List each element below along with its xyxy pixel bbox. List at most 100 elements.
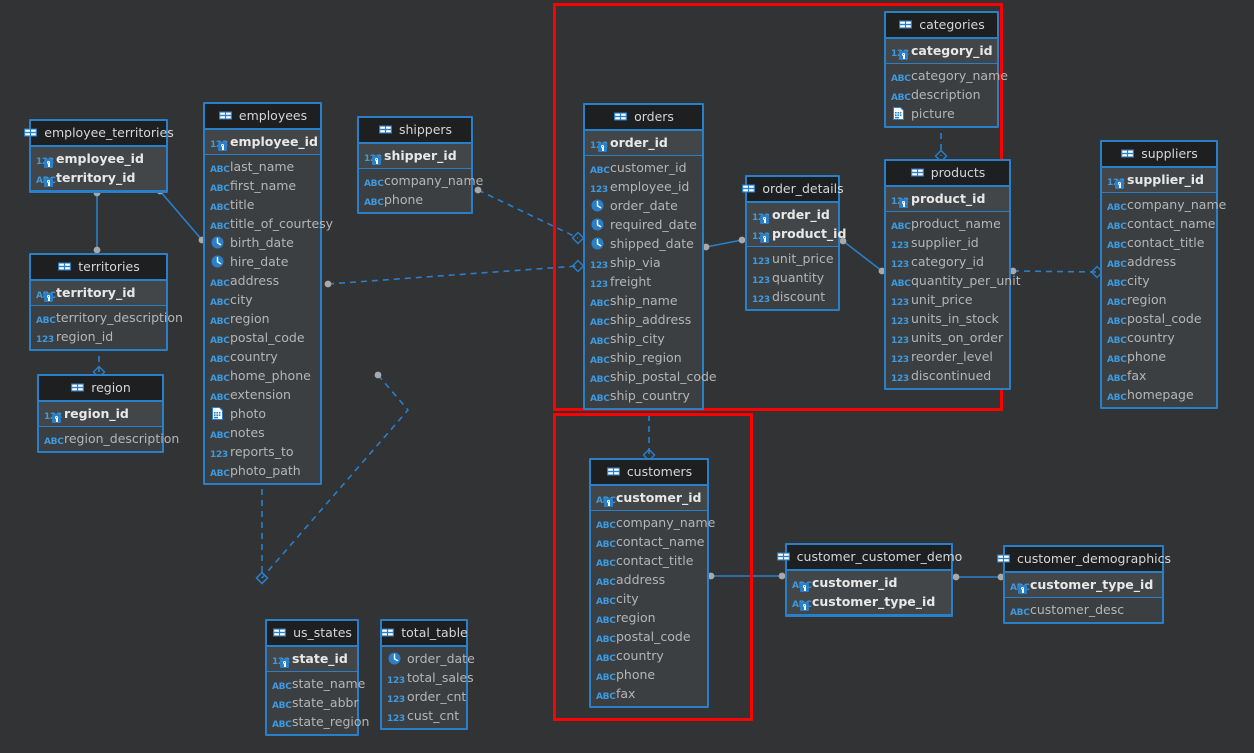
entity-header-territories[interactable]: territories (31, 255, 166, 281)
entity-header-total_table[interactable]: total_table (381, 621, 468, 647)
entity-customer_customer_demo[interactable]: customer_customer_demoABCcustomer_idABCc… (776, 543, 962, 617)
entity-order_details[interactable]: order_details123order_id123product_id123… (742, 175, 846, 311)
entity-employee_territories[interactable]: employee_territories123employee_idABCter… (24, 119, 174, 193)
entity-header-employee_territories[interactable]: employee_territories (24, 121, 174, 147)
entity-shippers[interactable]: shippers123shipper_idABCcompany_nameABCp… (357, 116, 483, 214)
entity-header-region[interactable]: region (39, 376, 162, 402)
entity-header-categories[interactable]: categories (886, 13, 997, 39)
entity-header-order_details[interactable]: order_details (742, 177, 844, 203)
column-photo[interactable]: photo (205, 404, 320, 423)
entity-header-employees[interactable]: employees (205, 104, 320, 130)
column-product_id[interactable]: 123product_id (886, 189, 1009, 208)
column-shipped_date[interactable]: shipped_date (585, 234, 702, 253)
entity-header-us_states[interactable]: us_states (267, 621, 357, 647)
entity-header-suppliers[interactable]: suppliers (1102, 142, 1216, 168)
column-shipper_id[interactable]: 123shipper_id (359, 146, 471, 165)
entity-orders[interactable]: orders123order_idABCcustomer_id123employ… (583, 103, 717, 410)
column-required_date[interactable]: required_date (585, 215, 702, 234)
entity-products[interactable]: products123product_idABCproduct_name123s… (884, 159, 1021, 390)
entity-header-customers[interactable]: customers (591, 460, 707, 486)
entity-categories[interactable]: categories123category_idABCcategory_name… (884, 11, 1008, 128)
entity-territories[interactable]: territoriesABCterritory_idABCterritory_d… (29, 253, 183, 351)
entity-employees[interactable]: employees123employee_idABClast_nameABCfi… (203, 102, 333, 485)
column-order_date[interactable]: order_date (382, 649, 475, 668)
column-order_date[interactable]: order_date (585, 196, 702, 215)
column-product_id[interactable]: 123product_id (747, 224, 846, 243)
column-state_id[interactable]: 123state_id (267, 649, 357, 668)
entity-header-customer_customer_demo[interactable]: customer_customer_demo (776, 545, 962, 571)
entity-header-customer_demographics[interactable]: customer_demographics (997, 547, 1171, 573)
entity-suppliers[interactable]: suppliers123supplier_idABCcompany_nameAB… (1100, 140, 1226, 409)
